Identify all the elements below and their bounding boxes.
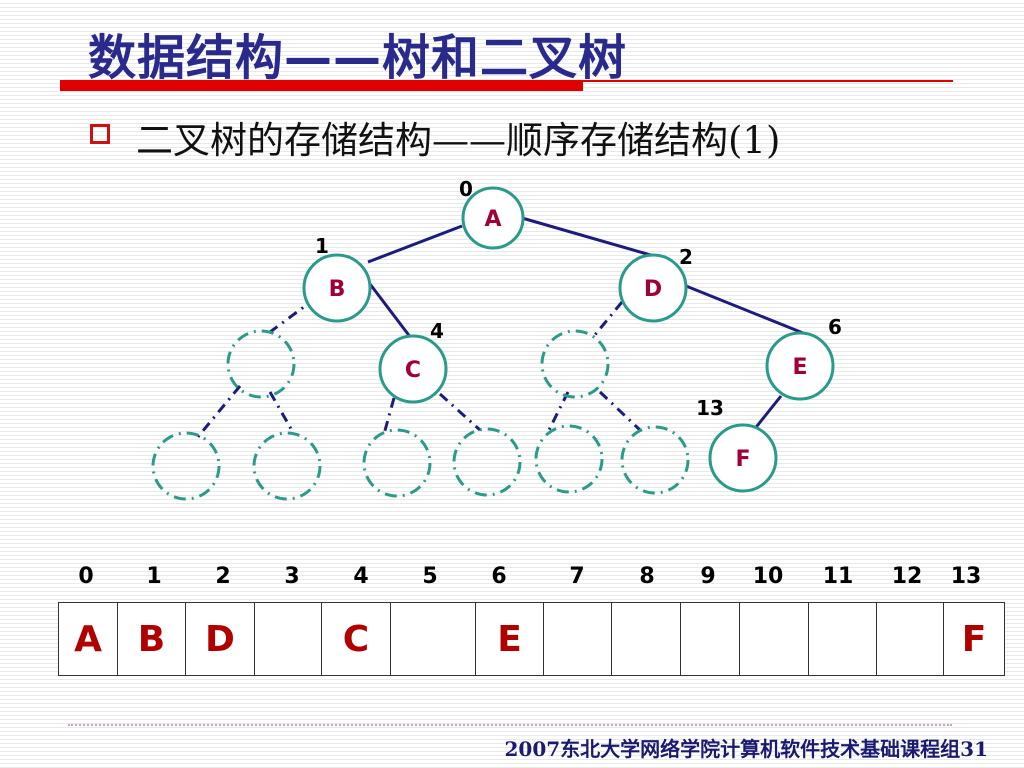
- node-index: 4: [430, 319, 444, 343]
- node-index: 13: [696, 396, 724, 420]
- edge-b-c: [368, 283, 416, 343]
- empty-node-3: [226, 329, 296, 399]
- edge-3-empty7: [195, 385, 242, 439]
- array-index: 3: [284, 564, 300, 589]
- array-cell-12: [876, 602, 944, 676]
- node-f-circle: [708, 423, 778, 493]
- node-index: 1: [315, 234, 329, 258]
- title-underline-bar: [60, 80, 583, 91]
- array-index: 6: [491, 564, 507, 589]
- array-index: 10: [752, 564, 784, 589]
- array-cell-9: [680, 602, 740, 676]
- node-b-circle: [302, 253, 372, 323]
- array-row: A B D C E F: [58, 602, 1005, 676]
- array-index: 8: [639, 564, 655, 589]
- array-index: 5: [422, 564, 438, 589]
- edge-c-empty10: [438, 392, 482, 432]
- node-a-circle: [461, 186, 525, 250]
- array-cell-5: [390, 602, 476, 676]
- slide-footer: 2007东北大学网络学院计算机软件技术基础课程组31: [504, 737, 989, 761]
- footer-divider: [68, 724, 952, 726]
- array-cell-10: [739, 602, 809, 676]
- array-index: 0: [78, 564, 94, 589]
- array-cell-2: D: [185, 602, 255, 676]
- node-index: 0: [459, 177, 473, 201]
- empty-node-12: [620, 425, 690, 495]
- edge-5-empty11: [546, 391, 570, 433]
- array-index: 12: [891, 564, 923, 589]
- node-index: 2: [679, 245, 693, 269]
- array-index: 2: [215, 564, 231, 589]
- tree-node-labels: A B D C E F: [329, 207, 808, 472]
- array-cell-8: [611, 602, 681, 676]
- tree-node-circles: [302, 186, 835, 493]
- edge-a-b: [367, 224, 463, 264]
- array-index: 4: [353, 564, 369, 589]
- edge-a-d: [521, 216, 655, 258]
- array-cell-3: [254, 602, 322, 676]
- array-cell-13: F: [943, 602, 1005, 676]
- node-index: 6: [828, 315, 842, 339]
- edge-d-empty5: [592, 301, 624, 337]
- binary-tree-diagram: A B D C E F 0 1 2 4 6 13: [151, 177, 842, 501]
- node-label: C: [405, 358, 421, 383]
- node-label: D: [644, 277, 662, 302]
- edge-5-empty12: [598, 390, 642, 432]
- empty-node-7: [151, 431, 221, 501]
- array-index: 9: [700, 564, 716, 589]
- node-e-circle: [765, 331, 835, 401]
- edge-3-empty8: [268, 391, 296, 435]
- empty-node-9: [362, 428, 432, 498]
- edge-c-empty9: [382, 397, 396, 435]
- array-index: 13: [950, 564, 982, 589]
- node-d-circle: [618, 253, 688, 323]
- array-index: 11: [822, 564, 854, 589]
- empty-node-5: [540, 329, 610, 399]
- array-cell-4: C: [321, 602, 391, 676]
- array-cell-1: B: [117, 602, 186, 676]
- title-underline-line: [583, 80, 953, 82]
- array-cell-7: [543, 602, 612, 676]
- node-label: F: [735, 447, 750, 472]
- empty-node-10: [452, 427, 522, 497]
- edge-d-e: [685, 284, 804, 335]
- array-index: 7: [569, 564, 585, 589]
- empty-node-circles: [151, 329, 690, 501]
- slide-title: 数据结构——树和二叉树: [88, 30, 628, 86]
- tree-node-indices: 0 1 2 4 6 13: [315, 177, 842, 420]
- node-label: A: [484, 207, 501, 232]
- node-label: E: [792, 355, 807, 380]
- square-bullet-icon: [90, 124, 110, 144]
- node-c-circle: [378, 334, 448, 404]
- empty-node-11: [534, 424, 604, 494]
- sequential-storage-array: A B D C E F: [58, 602, 1005, 676]
- node-label: B: [329, 277, 346, 302]
- empty-node-8: [252, 431, 322, 501]
- array-cell-11: [808, 602, 877, 676]
- array-cell-0: A: [58, 602, 118, 676]
- array-index: 1: [146, 564, 162, 589]
- slide-subtitle: 二叉树的存储结构——顺序存储结构(1): [136, 119, 781, 162]
- array-cell-6: E: [475, 602, 544, 676]
